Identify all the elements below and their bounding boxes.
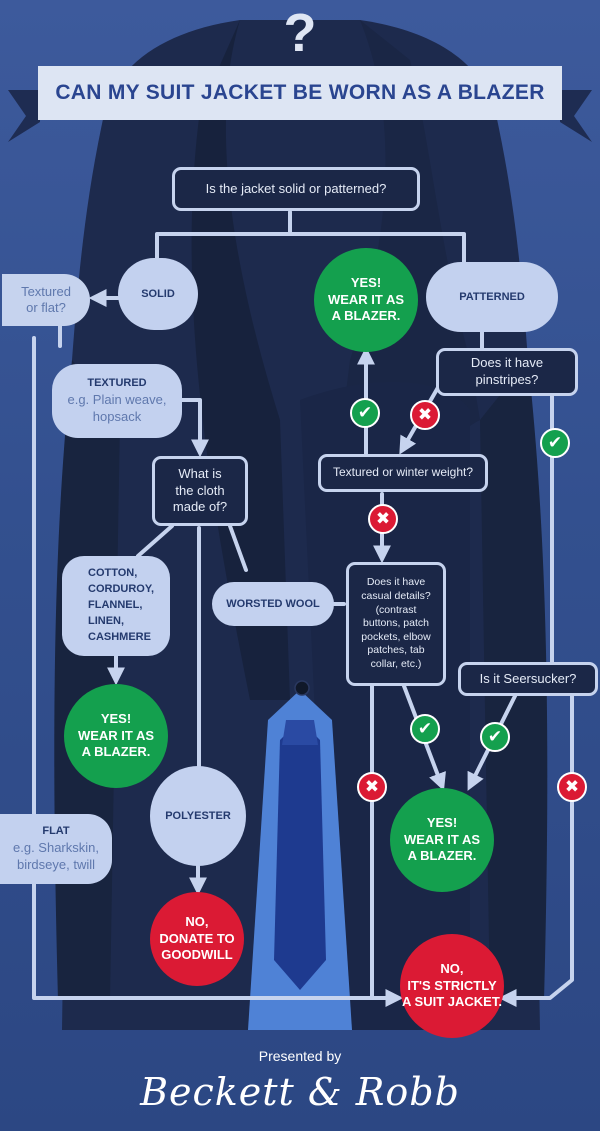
option-textured: TEXTURED e.g. Plain weave, hopsack xyxy=(52,364,182,438)
fiber-item: CASHMERE xyxy=(88,630,151,643)
outcome-no-goodwill: NO, DONATE TO GOODWILL xyxy=(150,892,244,986)
check-icon: ✔ xyxy=(480,722,510,752)
outcome-line: A SUIT JACKET. xyxy=(402,994,502,1010)
fiber-item: COTTON, xyxy=(88,567,138,580)
textured-label: TEXTURED xyxy=(87,377,147,390)
question-cloth-line: What is xyxy=(178,466,222,482)
outcome-line: WEAR IT AS xyxy=(327,291,405,307)
question-casual-line: patches, tab xyxy=(367,644,425,657)
fiber-item: FLANNEL, xyxy=(88,599,143,612)
cross-icon: ✖ xyxy=(357,772,387,802)
question-seersucker: Is it Seersucker? xyxy=(458,662,598,696)
question-casual-line: casual details? xyxy=(361,589,431,602)
question-casual-line: Does it have xyxy=(366,576,426,589)
outcome-yes-top: YES! WEAR IT AS A BLAZER. xyxy=(314,248,418,352)
flat-label: FLAT xyxy=(42,825,70,838)
question-pinstripes-line: Does it have xyxy=(470,355,544,371)
cross-icon: ✖ xyxy=(410,400,440,430)
option-solid: SOLID xyxy=(118,258,198,330)
option-flat: FLAT e.g. Sharkskin, birdseye, twill xyxy=(0,814,112,884)
question-casual-line: (contrast xyxy=(375,603,417,616)
question-casual-line: buttons, patch xyxy=(363,617,429,630)
question-mark-icon: ? xyxy=(283,3,317,63)
flat-example: birdseye, twill xyxy=(16,856,96,872)
textured-example: e.g. Plain weave, xyxy=(67,392,167,408)
option-worsted-wool: WORSTED WOOL xyxy=(212,582,334,626)
question-cloth-line: the cloth xyxy=(175,482,225,498)
option-patterned: PATTERNED xyxy=(426,262,558,332)
outcome-line: YES! xyxy=(100,710,132,726)
outcome-line: GOODWILL xyxy=(161,947,233,963)
fiber-item: CORDUROY, xyxy=(88,583,155,596)
outcome-yes-bottom: YES! WEAR IT AS A BLAZER. xyxy=(390,788,494,892)
flat-example: e.g. Sharkskin, xyxy=(13,840,99,856)
outcome-line: WEAR IT AS xyxy=(77,727,155,743)
outcome-line: WEAR IT AS xyxy=(403,831,481,847)
question-casual-line: pockets, elbow xyxy=(361,630,431,643)
check-icon: ✔ xyxy=(540,428,570,458)
check-icon: ✔ xyxy=(350,398,380,428)
outcome-line: YES! xyxy=(350,274,382,290)
outcome-line: A BLAZER. xyxy=(407,848,477,864)
outcome-line: A BLAZER. xyxy=(331,308,401,324)
outcome-line: NO, xyxy=(185,913,209,929)
question-textured-winter: Textured or winter weight? xyxy=(318,454,488,492)
page-title: CAN MY SUIT JACKET BE WORN AS A BLAZER xyxy=(38,66,562,120)
outcome-line: IT'S STRICTLY xyxy=(407,977,497,993)
textured-example: hopsack xyxy=(92,408,142,424)
question-cloth: What is the cloth made of? xyxy=(152,456,248,526)
question-casual-line: collar, etc.) xyxy=(370,658,422,671)
option-polyester: POLYESTER xyxy=(150,766,246,866)
outcome-line: A BLAZER. xyxy=(81,744,151,760)
check-icon: ✔ xyxy=(410,714,440,744)
outcome-yes-left: YES! WEAR IT AS A BLAZER. xyxy=(64,684,168,788)
option-natural-fibers: COTTON, CORDUROY, FLANNEL, LINEN, CASHME… xyxy=(62,556,170,656)
textured-or-flat-line: or flat? xyxy=(26,300,66,315)
outcome-no-suit-jacket: NO, IT'S STRICTLY A SUIT JACKET. xyxy=(400,934,504,1038)
question-textured-or-flat: Textured or flat? xyxy=(2,274,90,326)
question-solid-or-patterned: Is the jacket solid or patterned? xyxy=(172,167,420,211)
outcome-line: YES! xyxy=(426,814,458,830)
question-pinstripes: Does it have pinstripes? xyxy=(436,348,578,396)
presented-by: Presented by xyxy=(258,1048,342,1064)
brand-logo: Beckett & Robb xyxy=(140,1070,460,1114)
outcome-line: DONATE TO xyxy=(159,930,235,946)
textured-or-flat-line: Textured xyxy=(21,283,71,299)
fiber-item: LINEN, xyxy=(88,614,125,627)
cross-icon: ✖ xyxy=(368,504,398,534)
cross-icon: ✖ xyxy=(557,772,587,802)
question-cloth-line: made of? xyxy=(172,499,228,515)
outcome-line: NO, xyxy=(440,960,464,976)
question-casual-details: Does it have casual details? (contrast b… xyxy=(346,562,446,686)
question-pinstripes-line: pinstripes? xyxy=(475,372,539,387)
